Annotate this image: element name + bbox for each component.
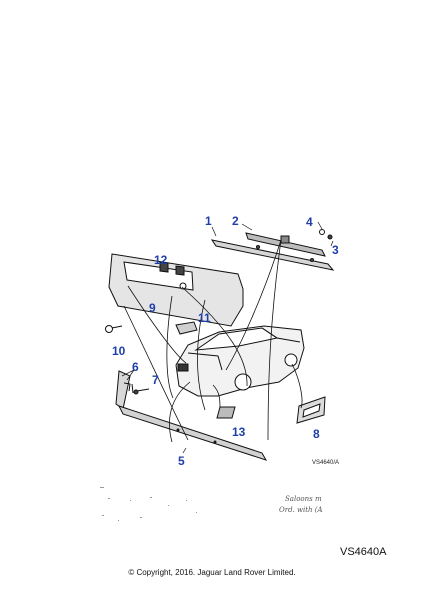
part-screw <box>327 234 333 240</box>
part-trim-strip <box>210 232 335 271</box>
part-clip <box>319 229 325 235</box>
callout-9: 9 <box>149 301 156 315</box>
callout-3: 3 <box>332 243 339 257</box>
reference-code: VS4640A <box>340 546 387 558</box>
callout-5: 5 <box>178 454 185 468</box>
part-sill-strip <box>118 405 268 461</box>
inset-code: VS4640/A <box>312 460 339 466</box>
callout-13: 13 <box>232 425 246 439</box>
handwritten-note-1: Saloons m <box>285 495 322 503</box>
part-number-plate-plinth <box>108 253 244 327</box>
callout-7: 7 <box>152 373 159 387</box>
part-badge <box>175 321 198 335</box>
callout-6: 6 <box>132 360 139 374</box>
part-side-lamp <box>296 396 326 424</box>
part-emblem <box>216 406 236 419</box>
part-fixing <box>136 388 150 392</box>
part-corner-trims <box>115 370 134 410</box>
handwritten-note-2: Ord. with (A <box>279 506 323 514</box>
callout-11: 11 <box>198 311 211 325</box>
callout-1: 1 <box>205 214 212 228</box>
callout-4: 4 <box>306 215 313 229</box>
scan-specks <box>100 487 197 521</box>
leader-lines <box>123 239 303 443</box>
part-bulb-fixing <box>105 325 123 333</box>
callout-numbers: 1 2 4 3 12 9 11 10 6 7 13 8 5 <box>112 214 339 468</box>
callout-2: 2 <box>232 214 239 228</box>
callout-10: 10 <box>112 344 126 358</box>
copyright-notice: © Copyright, 2016. Jaguar Land Rover Lim… <box>128 568 296 577</box>
callout-8: 8 <box>313 427 320 441</box>
callout-12: 12 <box>154 253 168 267</box>
callout-leaders <box>121 221 334 454</box>
car-outline <box>175 325 305 397</box>
